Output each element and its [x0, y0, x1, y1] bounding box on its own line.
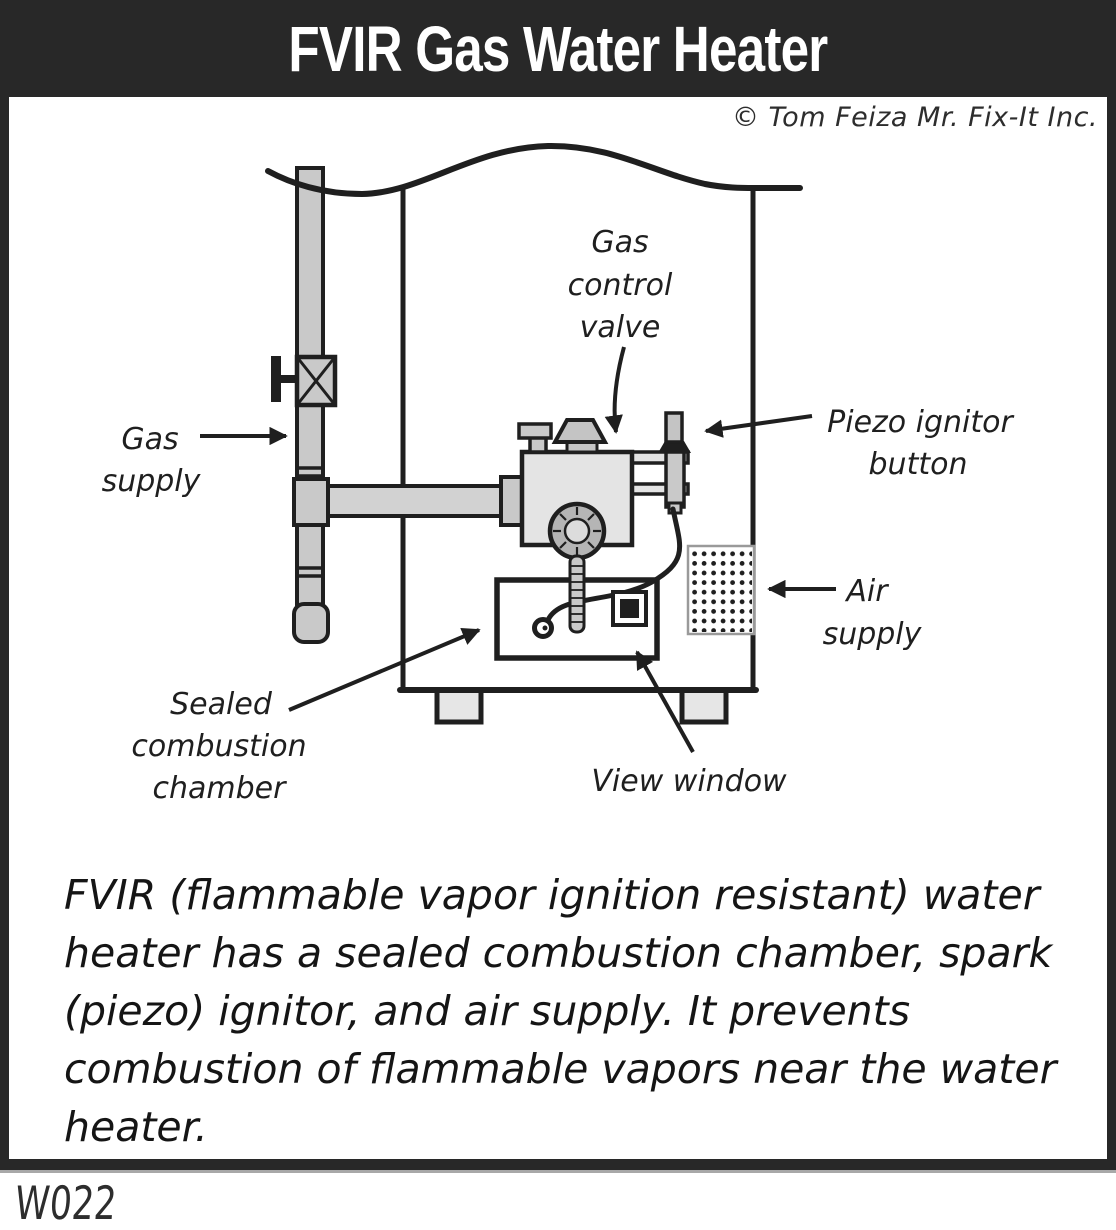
frame-shadow-line [0, 1170, 1116, 1173]
drip-leg-cap [292, 602, 330, 644]
label-sealed-combustion-chamber: Sealed [170, 687, 273, 722]
svg-text:combustion: combustion [131, 729, 306, 764]
svg-text:supply: supply [102, 464, 202, 499]
leader-arrows [200, 346, 836, 753]
description-line: heater has a sealed combustion chamber, … [64, 929, 1053, 977]
piezo-ignitor-button [664, 411, 684, 444]
gas-shutoff-valve [271, 354, 338, 408]
label-gas-supply: Gas [121, 422, 178, 457]
valve-knob [551, 418, 609, 444]
tank-feet [434, 687, 729, 725]
thermocouple-tube [568, 554, 586, 634]
page-title: FVIR Gas Water Heater [288, 12, 829, 85]
svg-text:button: button [869, 447, 968, 482]
piezo-wire [545, 506, 683, 623]
description-line: heater. [64, 1103, 208, 1151]
title-bar: FVIR Gas Water Heater [0, 0, 1116, 97]
document-code: W022 [13, 1176, 119, 1230]
inlet-cap [517, 422, 553, 440]
label-view-window: View window [591, 764, 787, 799]
svg-text:supply: supply [823, 617, 923, 652]
control-dial [547, 501, 607, 561]
diagram-labels: Gas control valve Gas supply Piezo ignit… [102, 225, 1015, 806]
copyright-text: © Tom Feiza Mr. Fix-It Inc. [731, 102, 1098, 133]
svg-text:valve: valve [580, 310, 661, 345]
sealed-chamber-arrow [288, 627, 481, 712]
piezo-button-base [658, 441, 691, 453]
svg-text:chamber: chamber [153, 771, 288, 806]
gas-pipe-branch [292, 475, 524, 644]
description-text: FVIR (flammable vapor ignition resistant… [64, 866, 1074, 1156]
igniter-electrode-tip [542, 625, 548, 631]
label-piezo-ignitor-button: Piezo ignitor [827, 405, 1014, 440]
tank-break-line [265, 142, 803, 198]
description-line: combustion of flammable vapors near the … [64, 1045, 1057, 1093]
gas-control-valve-assembly [517, 411, 691, 548]
air-supply-vents [686, 544, 756, 636]
description-line: FVIR (flammable vapor ignition resistant… [64, 871, 1040, 919]
label-air-supply: Air [844, 574, 889, 609]
piezo-post [664, 450, 686, 509]
view-window [611, 590, 648, 627]
view-window-arrow [635, 650, 695, 753]
gas-control-valve-arrow [604, 346, 626, 434]
description-line: (piezo) ignitor, and air supply. It prev… [64, 987, 911, 1035]
label-gas-control-valve: Gas [591, 225, 648, 260]
svg-text:control: control [568, 268, 673, 303]
piezo-ignitor-arrow [704, 414, 813, 438]
